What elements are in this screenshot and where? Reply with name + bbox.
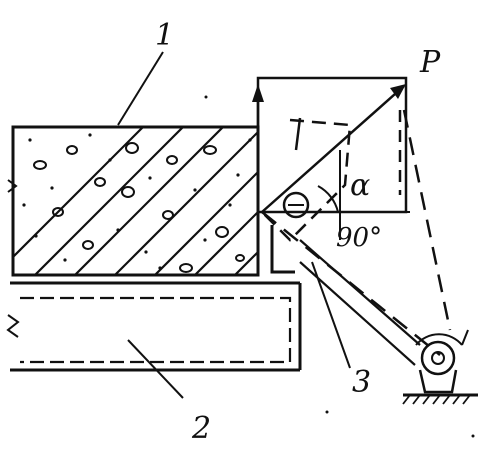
angle-alpha-arc	[317, 185, 339, 213]
leader-line-1	[117, 51, 164, 126]
joint-circle	[282, 191, 310, 219]
dashed-component-frame	[259, 118, 352, 242]
diagonal-dashed-line	[402, 109, 452, 331]
dashed-frame-corner	[294, 117, 302, 151]
concrete-block	[11, 125, 260, 277]
concrete-aggregate	[33, 142, 245, 273]
leader-line-3	[311, 261, 351, 369]
concrete-sand-dots	[22, 133, 252, 270]
hinge-support	[402, 329, 478, 405]
label-angle-alpha: α	[350, 168, 370, 203]
anchor-plate	[256, 212, 295, 274]
concrete-hatching	[13, 127, 258, 275]
label-1: 1	[155, 18, 174, 53]
block-break-mark	[7, 179, 18, 193]
label-3: 3	[352, 365, 371, 400]
concrete-block-outline	[11, 125, 260, 277]
slab-element	[6, 281, 302, 372]
force-rectangle	[256, 76, 408, 214]
leader-line-2	[127, 339, 184, 399]
break-mark	[6, 314, 20, 338]
force-vector-p	[261, 84, 406, 213]
label-2: 2	[191, 411, 211, 446]
label-right-angle: 90°	[336, 223, 382, 253]
tie-rod-upper	[299, 239, 421, 346]
label-force-p: P	[419, 45, 441, 80]
